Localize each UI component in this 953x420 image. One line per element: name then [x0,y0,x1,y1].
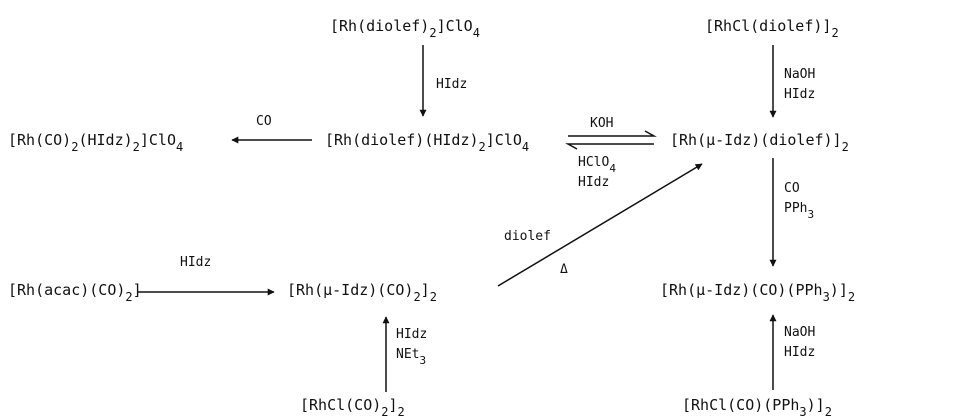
compound-rhcl-co2-dimer: [RhCl(CO)2]2 [300,396,405,419]
reagent-hclo4: HClO4 [578,155,616,175]
reagent-hidz-bottom-right: HIdz [784,345,815,360]
reagent-naoh: NaOH [784,67,815,82]
compound-rh-mu-idz-co2-dimer: [Rh(μ-Idz)(CO)2]2 [287,281,437,304]
arrow-mu-idz-co2-to-mu-idz-diolef [497,163,703,287]
compound-rh-mu-idz-diolef-dimer: [Rh(μ-Idz)(diolef)]2 [670,131,849,154]
reagent-hidz-down: HIdz [436,77,467,92]
compound-rh-diolef2-clo4: [Rh(diolef)2]ClO4 [330,17,480,40]
arrow-koh-forward-harpoon [568,130,657,137]
reagent-net3: NEt3 [396,347,426,367]
reagent-delta: Δ [560,262,568,277]
compound-rh-mu-idz-co-pph3-dimer: [Rh(μ-Idz)(CO)(PPh3)]2 [660,281,855,304]
reagent-hidz-reverse: HIdz [578,175,609,190]
reagent-naoh-bottom: NaOH [784,325,815,340]
compound-rh-diolef-hidz2-clo4: [Rh(diolef)(HIdz)2]ClO4 [325,131,529,154]
reagent-diolef: diolef [504,229,551,244]
reagent-hidz-acac: HIdz [180,255,211,270]
arrow-hclo4-reverse-harpoon [565,143,654,150]
compound-rhcl-diolef-dimer: [RhCl(diolef)]2 [705,17,839,40]
reagent-pph3: PPh3 [784,201,814,221]
compound-rhcl-co-pph3-dimer: [RhCl(CO)(PPh3)]2 [682,396,832,419]
reagent-hidz-bottom: HIdz [396,327,427,342]
reagent-koh: KOH [590,116,613,131]
reagent-hidz-right: HIdz [784,87,815,102]
compound-rh-acac-co2: [Rh(acac)(CO)2] [8,281,142,304]
compound-rh-co2-hidz2-clo4: [Rh(CO)2(HIdz)2]ClO4 [8,131,183,154]
reagent-co-right: CO [784,181,800,196]
reagent-co-left: CO [256,114,272,129]
